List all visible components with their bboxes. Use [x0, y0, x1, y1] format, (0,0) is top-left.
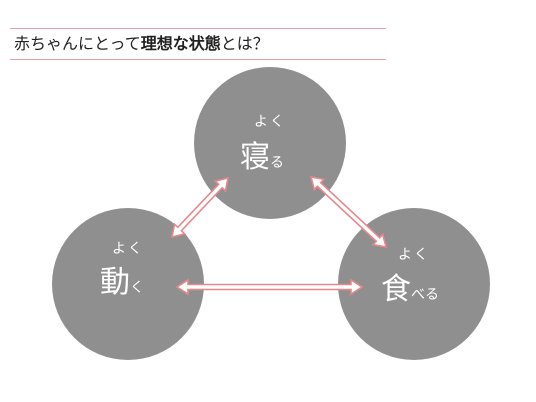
node-eat-suffix: べる — [411, 287, 439, 303]
node-sleep-main: 寝 — [240, 140, 270, 175]
node-sleep-suffix: る — [270, 155, 284, 171]
title-plain: 赤ちゃんにとって — [14, 34, 141, 53]
arrow-sleep-eat-shape — [309, 175, 388, 249]
title-rule-bottom — [10, 59, 386, 60]
node-sleep-text: 寝る — [240, 140, 284, 175]
node-move-text: 動く — [100, 265, 144, 300]
node-move-label: よく 動く — [100, 241, 144, 300]
title-tail: とは？ — [220, 34, 269, 53]
node-sleep-prefix: よく — [254, 114, 286, 130]
circle-eat — [338, 208, 490, 360]
node-eat-label: よく 食べる — [381, 247, 439, 307]
arrow-move-eat-shape — [175, 278, 364, 296]
title-emphasis: 理想な状態 — [140, 34, 221, 53]
node-eat-text: 食べる — [381, 272, 439, 307]
node-eat-main: 食 — [381, 272, 411, 307]
node-eat-prefix: よく — [398, 247, 430, 263]
arrow-sleep-eat — [309, 175, 388, 249]
node-sleep-label: よく 寝る — [240, 114, 286, 175]
title-rule-top — [10, 28, 386, 29]
node-move-suffix: く — [130, 280, 144, 296]
circle-sleep — [194, 67, 346, 219]
arrow-sleep-move — [170, 176, 230, 239]
node-move-main: 動 — [100, 265, 130, 300]
arrow-sleep-move-shape — [170, 176, 230, 239]
node-move-prefix: よく — [112, 241, 144, 257]
circle-move — [52, 208, 204, 360]
slide-title: 赤ちゃんにとって理想な状態とは？ — [14, 31, 269, 57]
arrow-move-eat — [175, 278, 364, 296]
